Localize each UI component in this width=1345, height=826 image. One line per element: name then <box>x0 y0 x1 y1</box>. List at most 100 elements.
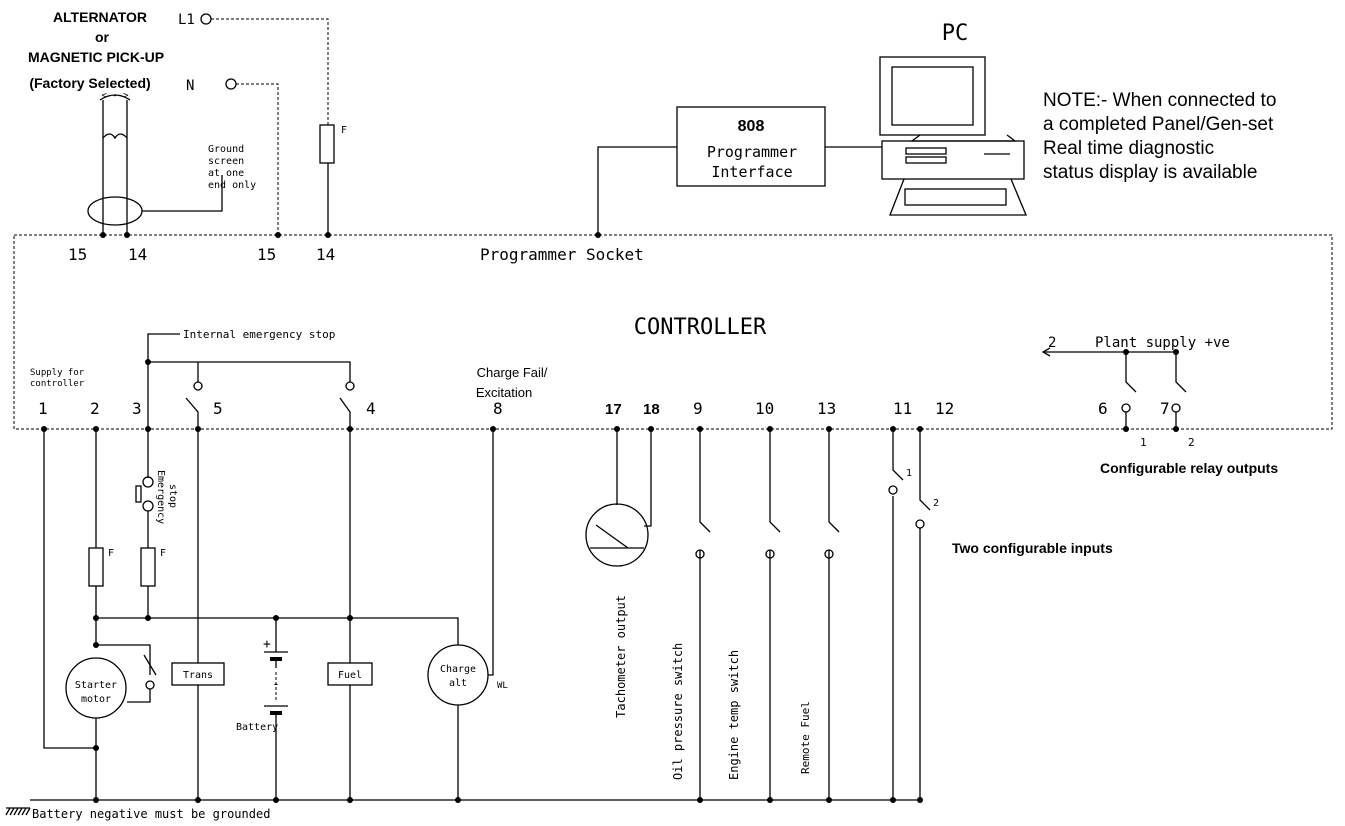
battery-negative-label: Battery negative must be grounded <box>32 807 270 821</box>
note-line-4: status display is available <box>1043 162 1257 183</box>
term-5: 5 <box>213 399 223 418</box>
magnetic-label: MAGNETIC PICK-UP <box>28 49 164 65</box>
term-3: 3 <box>132 399 142 418</box>
relay-outputs-label: Configurable relay outputs <box>1100 460 1278 476</box>
tachometer-label: Tachometer output <box>614 595 628 718</box>
term-18: 18 <box>643 401 660 418</box>
cable-top <box>99 94 131 101</box>
estop-line <box>147 333 180 362</box>
switch-5 <box>185 397 199 429</box>
fuel-label: Fuel <box>338 670 362 681</box>
ground-screen-4: end only <box>208 180 256 191</box>
emergency-stop-2: stop <box>167 484 178 508</box>
controller-title: CONTROLLER <box>634 315 767 340</box>
plant-supply-label: Plant supply +ve <box>1095 335 1230 351</box>
ground-symbol <box>5 807 31 816</box>
fuse-l1 <box>319 124 335 164</box>
input-1-label: 1 <box>906 468 912 479</box>
pc-keyboard <box>889 178 1027 216</box>
oil-pressure-switch <box>699 429 711 800</box>
relay-6-switch <box>1125 352 1137 429</box>
svg-text:F: F <box>108 548 114 559</box>
n-terminal <box>225 78 237 90</box>
term-14b: 14 <box>316 245 335 264</box>
ground-screen-2: screen <box>208 156 244 167</box>
two-inputs-label: Two configurable inputs <box>952 540 1113 556</box>
term-10: 10 <box>755 399 774 418</box>
term-2: 2 <box>90 399 100 418</box>
term-14a: 14 <box>128 245 147 264</box>
supply-bus <box>96 617 459 645</box>
engine-temp-label: Engine temp switch <box>727 650 741 780</box>
l1-terminal <box>200 13 212 25</box>
starter-motor-1: Starter <box>75 680 117 691</box>
fuse-2 <box>88 547 104 587</box>
charge-alt-1: Charge <box>440 664 476 675</box>
interface-to-socket-wire <box>597 146 677 235</box>
ground-screen <box>87 196 143 226</box>
starter-motor-2: motor <box>81 694 111 705</box>
l1-wire <box>211 18 329 125</box>
controller-small-label: controller <box>30 379 85 389</box>
relay-7-switch <box>1175 352 1187 429</box>
ground-screen-wire <box>142 175 223 212</box>
note-line-2: a completed Panel/Gen-set <box>1043 114 1274 135</box>
svg-text:<--->: <---> <box>101 91 129 101</box>
note-line-1: NOTE:- When connected to <box>1043 90 1276 111</box>
pc-base <box>881 140 1025 180</box>
charge-fail-label: Charge Fail/ <box>477 365 548 380</box>
plant-supply-num: 2 <box>1048 335 1056 351</box>
ground-screen-1: Ground <box>208 144 244 155</box>
engine-temp-switch <box>769 429 781 800</box>
remote-fuel-label: Remote Fuel <box>799 701 812 774</box>
emergency-stop-1: Emergency <box>155 470 166 524</box>
input-2-label: 2 <box>933 498 939 509</box>
wl-label: WL <box>497 681 508 691</box>
term-13: 13 <box>817 399 836 418</box>
n-wire <box>236 83 279 235</box>
box-808-title: 808 <box>738 118 765 135</box>
relay-1-label: 1 <box>1140 436 1147 449</box>
term-6: 6 <box>1098 399 1108 418</box>
pc-screen <box>891 66 974 126</box>
pc-label: PC <box>942 21 969 46</box>
cable-twist <box>102 133 128 140</box>
charge-alternator <box>427 644 489 706</box>
relay-2-label: 2 <box>1188 436 1195 449</box>
box-808-line1: Programmer <box>707 143 797 161</box>
remote-fuel-switch <box>828 429 840 800</box>
term-1: 1 <box>38 399 48 418</box>
tachometer <box>585 503 649 567</box>
term-15a: 15 <box>68 245 87 264</box>
alternator-label: ALTERNATOR <box>53 9 147 25</box>
term-7: 7 <box>1160 399 1170 418</box>
input-1-switch <box>892 429 904 800</box>
svg-text:F: F <box>160 548 166 559</box>
ground-screen-3: at one <box>208 168 244 179</box>
internal-estop-label: Internal emergency stop <box>183 328 335 341</box>
l1-label: L1 <box>178 12 195 28</box>
n-label: N <box>186 78 194 94</box>
note-line-3: Real time diagnostic <box>1043 138 1214 159</box>
fuse-3 <box>140 547 156 587</box>
term-8: 8 <box>493 399 503 418</box>
estop-bus <box>148 361 351 382</box>
controller-box <box>13 234 1333 430</box>
term-4: 4 <box>366 399 376 418</box>
fuse-l1-label: F <box>341 125 347 136</box>
excitation-label: Excitation <box>476 385 532 400</box>
wire-term-1 <box>43 429 96 749</box>
trans-label: Trans <box>183 670 213 681</box>
plant-supply-arrow <box>1041 347 1051 357</box>
supply-for-label: Supply for <box>30 368 85 378</box>
emergency-stop-button <box>135 485 142 503</box>
battery-label: Battery <box>236 722 278 733</box>
term-11: 11 <box>893 399 912 418</box>
pc-monitor <box>879 56 986 136</box>
term-12: 12 <box>935 399 954 418</box>
switch-4 <box>339 397 351 429</box>
term-15b: 15 <box>257 245 276 264</box>
factory-label: (Factory Selected) <box>29 75 150 91</box>
pc-stand <box>910 134 1017 142</box>
